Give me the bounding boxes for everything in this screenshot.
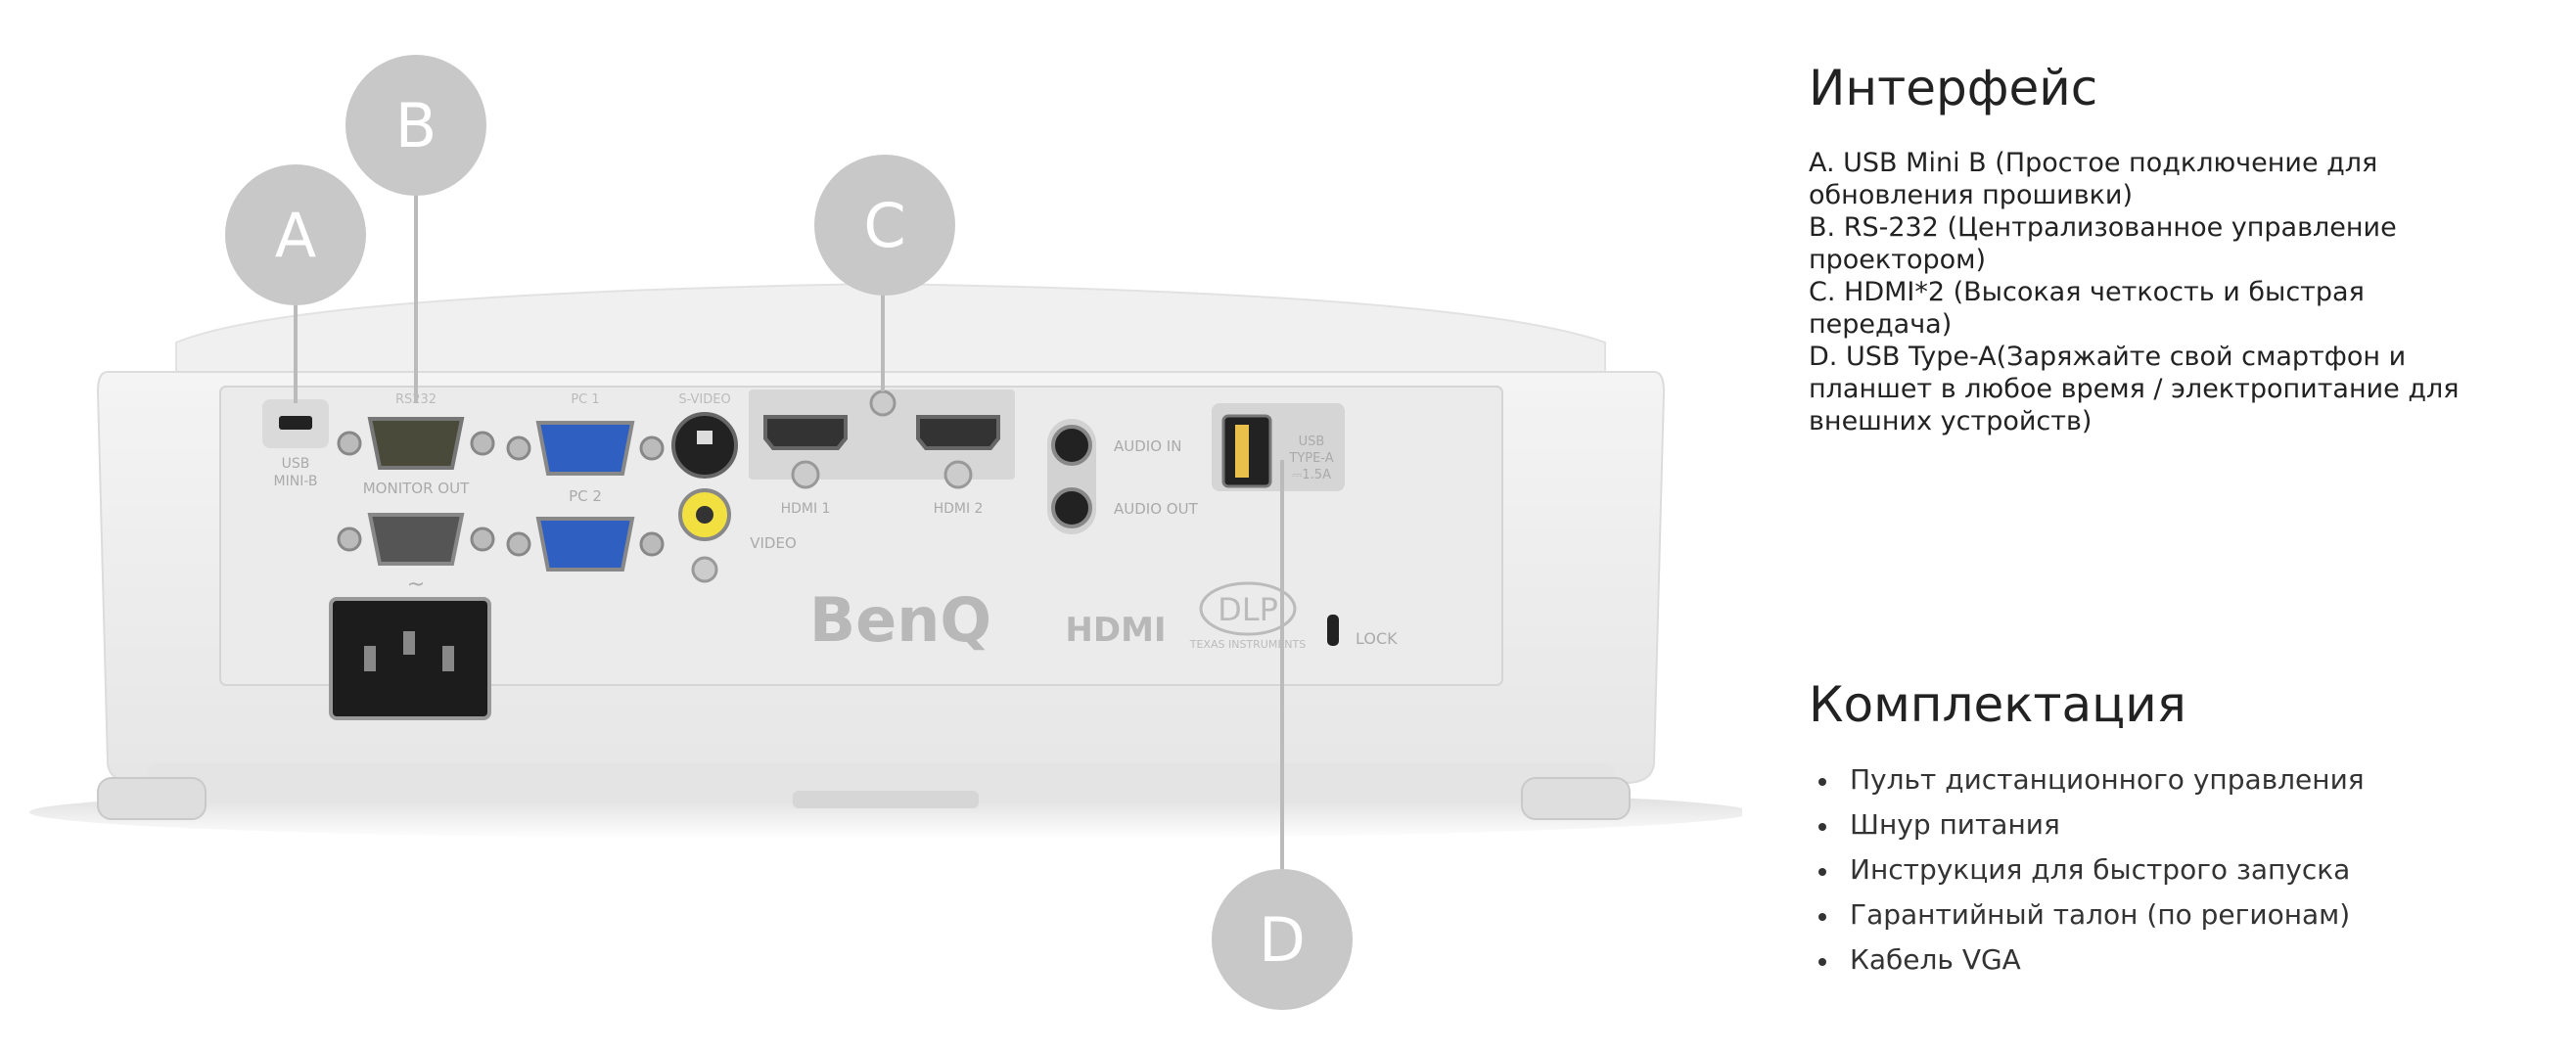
callout-d-letter: D bbox=[1259, 904, 1306, 976]
tilde-mark: ~ bbox=[407, 572, 425, 597]
audio-out-jack bbox=[1051, 487, 1092, 528]
callout-c bbox=[814, 155, 955, 296]
usb-mini-label-1: USB bbox=[282, 456, 310, 472]
video-screw bbox=[691, 556, 718, 583]
hdmi1-screw bbox=[791, 460, 820, 489]
interface-line: внешних устройств) bbox=[1809, 406, 2093, 436]
foot-right bbox=[1521, 777, 1631, 820]
audio-out-label: AUDIO OUT bbox=[1114, 500, 1199, 518]
interface-line: C. HDMI*2 (Высокая четкость и быстрая bbox=[1809, 277, 2365, 307]
list-item: Пульт дистанционного управления bbox=[1809, 757, 2553, 802]
pc2-screw-right bbox=[639, 531, 665, 557]
package-section: Комплектация Пульт дистанционного управл… bbox=[1809, 675, 2553, 983]
svideo-label: S-VIDEO bbox=[678, 392, 730, 407]
foot-center bbox=[793, 791, 979, 808]
callout-a-letter: A bbox=[275, 200, 316, 271]
callout-b bbox=[345, 55, 486, 196]
monitor-out-screw-left bbox=[337, 526, 362, 552]
package-list: Пульт дистанционного управления Шнур пит… bbox=[1809, 757, 2553, 983]
interface-list: A. USB Mini B (Простое подключение для о… bbox=[1809, 147, 2553, 437]
projector-rear-panel-illustration: USB MINI-B RS232 MONITOR OUT ~ PC 1 PC 2… bbox=[29, 55, 1742, 1010]
list-item: Гарантийный талон (по регионам) bbox=[1809, 893, 2553, 938]
projector-base bbox=[147, 763, 1615, 802]
monitor-out-label: MONITOR OUT bbox=[363, 480, 470, 497]
power-pin-right bbox=[442, 646, 454, 671]
interface-line: D. USB Type-A(Заряжайте свой смартфон и bbox=[1809, 342, 2407, 372]
usb-typea-contacts bbox=[1235, 425, 1249, 478]
power-inlet bbox=[329, 597, 491, 720]
dlp-logo: DLP bbox=[1218, 591, 1278, 628]
foot-left bbox=[97, 777, 207, 820]
package-title: Комплектация bbox=[1809, 676, 2186, 733]
list-item: Инструкция для быстрого запуска bbox=[1809, 847, 2553, 893]
usb-typea-label-1: USB bbox=[1299, 435, 1325, 449]
usb-typea-label-2: TYPE-A bbox=[1288, 451, 1333, 466]
pc1-screw-left bbox=[506, 435, 531, 461]
dlp-logo-ring bbox=[1199, 581, 1297, 636]
hdmi2-port bbox=[916, 415, 1000, 450]
hdmi1-label: HDMI 1 bbox=[781, 501, 831, 517]
brand-logo: BenQ bbox=[809, 584, 991, 656]
callout-c-letter: C bbox=[863, 190, 905, 261]
video-rca-center bbox=[696, 506, 713, 524]
pc2-screw-left bbox=[506, 531, 531, 557]
video-label: VIDEO bbox=[750, 534, 797, 552]
hdmi2-screw bbox=[943, 460, 973, 489]
callout-a bbox=[225, 164, 366, 305]
lock-label: LOCK bbox=[1356, 629, 1398, 648]
interface-line: планшет в любое время / электропитание д… bbox=[1809, 374, 2460, 404]
interface-section: Интерфейс A. USB Mini B (Простое подключ… bbox=[1809, 59, 2553, 437]
interface-line: A. USB Mini B (Простое подключение для bbox=[1809, 148, 2378, 178]
callout-d bbox=[1212, 869, 1353, 1010]
hdmi1-port bbox=[763, 415, 848, 450]
audio-in-label: AUDIO IN bbox=[1114, 437, 1181, 455]
interface-title: Интерфейс bbox=[1809, 60, 2098, 116]
list-item: Кабель VGA bbox=[1809, 938, 2553, 983]
interface-line: проектором) bbox=[1809, 245, 1987, 275]
rs232-port bbox=[367, 417, 465, 470]
interface-line: обновления прошивки) bbox=[1809, 180, 2134, 210]
kensington-lock-slot bbox=[1327, 615, 1339, 646]
pc1-vga-port bbox=[535, 421, 635, 476]
power-pin-left bbox=[364, 646, 376, 671]
pc2-vga-port bbox=[535, 517, 635, 572]
svideo-pin bbox=[697, 431, 713, 444]
power-pin-center bbox=[403, 631, 415, 655]
projector-top bbox=[175, 282, 1606, 373]
pc1-label: PC 1 bbox=[571, 392, 599, 407]
callout-b-letter: B bbox=[395, 90, 437, 161]
usb-mini-port bbox=[279, 416, 312, 430]
hdmi2-label: HDMI 2 bbox=[934, 501, 984, 517]
interface-line: передача) bbox=[1809, 309, 1953, 340]
list-item: Шнур питания bbox=[1809, 802, 2553, 847]
monitor-out-port bbox=[367, 513, 465, 566]
monitor-out-screw-right bbox=[470, 526, 495, 552]
pc1-screw-right bbox=[639, 435, 665, 461]
audio-in-jack bbox=[1051, 425, 1092, 466]
rs232-screw-right bbox=[470, 431, 495, 456]
connector-panel bbox=[219, 386, 1503, 686]
usb-typea-label-3: ⎓1.5A bbox=[1292, 468, 1331, 482]
interface-line: B. RS-232 (Централизованное управление bbox=[1809, 212, 2397, 243]
hdmi-block bbox=[749, 389, 1015, 480]
dlp-logo-sub: TEXAS INSTRUMENTS bbox=[1189, 638, 1306, 651]
projector-figure: USB MINI-B RS232 MONITOR OUT ~ PC 1 PC 2… bbox=[29, 55, 1742, 1010]
hdmi-logo: HDMI bbox=[1065, 611, 1166, 650]
usb-mini-label-2: MINI-B bbox=[274, 474, 318, 489]
pc2-label: PC 2 bbox=[569, 487, 602, 505]
rs232-screw-left bbox=[337, 431, 362, 456]
hdmi-center-screw bbox=[869, 389, 897, 417]
svideo-port bbox=[671, 412, 738, 479]
